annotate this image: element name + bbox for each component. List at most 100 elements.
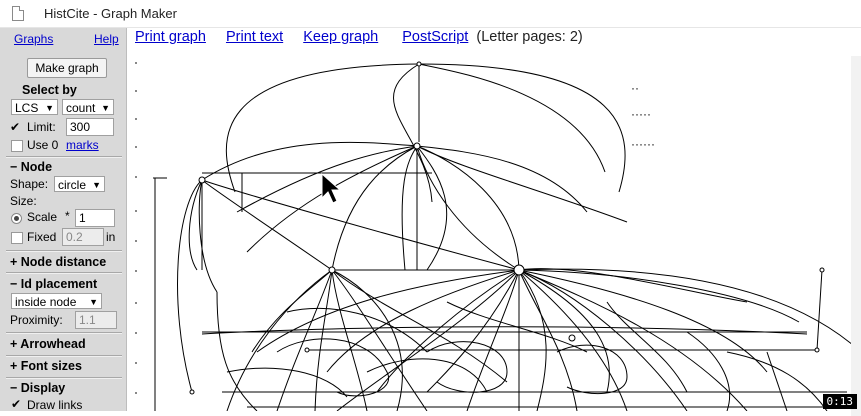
graph-edge <box>331 145 418 271</box>
graph-edge <box>393 63 433 203</box>
graph-edge <box>518 269 688 411</box>
axis-tick <box>135 90 137 92</box>
dots-label-2: ····· <box>631 107 651 121</box>
postscript-link[interactable]: PostScript <box>402 29 469 45</box>
graphs-link[interactable]: Graphs <box>14 32 54 46</box>
sidebar: Graphs Help Make graph Select by LCS▼ co… <box>0 28 127 412</box>
print-graph-link[interactable]: Print graph <box>135 29 206 45</box>
shape-select[interactable]: circle▼ <box>54 176 105 192</box>
help-link[interactable]: Help <box>94 32 119 46</box>
graph-edge <box>177 179 203 393</box>
scale-input[interactable]: 1 <box>75 209 115 227</box>
graph-edge <box>556 344 628 395</box>
font-sizes-heading[interactable]: + Font sizes <box>10 359 82 373</box>
axis-tick <box>135 118 137 120</box>
shape-label: Shape: <box>10 177 49 191</box>
id-placement-heading[interactable]: − Id placement <box>10 277 98 291</box>
axis-tick <box>135 210 137 212</box>
graph-node[interactable] <box>413 142 421 150</box>
graph-node[interactable] <box>416 61 422 67</box>
graph-edge <box>418 63 626 193</box>
graph-edge <box>726 351 828 411</box>
graph-edge <box>416 145 588 213</box>
display-heading[interactable]: − Display <box>10 381 66 395</box>
axis-tick <box>135 362 137 364</box>
graph-edge <box>236 145 418 213</box>
graph-edge <box>225 63 420 193</box>
graph-node[interactable] <box>814 347 820 353</box>
graph-node[interactable] <box>328 266 336 274</box>
graph-edge <box>331 269 428 411</box>
divider <box>6 377 122 379</box>
dots-label-1: ·· <box>631 81 639 95</box>
graph-edge <box>198 179 218 293</box>
graph-edge <box>331 269 508 383</box>
id-placement-select[interactable]: inside node▼ <box>11 293 102 309</box>
graph-edge <box>518 269 547 411</box>
mode-select[interactable]: count▼ <box>62 99 114 115</box>
graph-edge <box>201 179 333 271</box>
divider <box>6 156 122 158</box>
axis-tick <box>135 176 137 178</box>
node-distance-heading[interactable]: + Node distance <box>10 255 107 269</box>
scrollbar[interactable] <box>851 56 861 416</box>
size-label: Size: <box>10 194 37 208</box>
graph-edge <box>256 269 520 353</box>
arrowhead-heading[interactable]: + Arrowhead <box>10 337 86 351</box>
chevron-down-icon: ▼ <box>92 180 101 190</box>
divider <box>6 250 122 252</box>
divider <box>6 332 122 334</box>
fixed-unit: in <box>106 230 116 244</box>
graph-edge <box>416 145 520 271</box>
use-marks-checkbox[interactable] <box>11 140 23 152</box>
graph-node[interactable] <box>513 264 525 276</box>
title-bar: HistCite - Graph Maker <box>0 0 861 28</box>
graph-edge <box>518 269 578 411</box>
graph-edge <box>226 367 348 398</box>
fixed-radio[interactable] <box>11 232 23 244</box>
graph-edge <box>418 63 606 173</box>
graph-edge <box>251 269 333 353</box>
axis-tick <box>135 332 137 334</box>
scale-radio[interactable] <box>11 213 22 224</box>
graph-edge <box>331 269 368 411</box>
graph-edge <box>518 269 610 393</box>
graph-node[interactable] <box>304 347 310 353</box>
limit-checkbox[interactable]: ✔ <box>10 120 21 134</box>
graph-node[interactable] <box>819 267 825 273</box>
graph-edge <box>286 307 428 353</box>
criterion-select[interactable]: LCS▼ <box>11 99 58 115</box>
proximity-input[interactable]: 1.1 <box>75 311 117 329</box>
pages-info: (Letter pages: 2) <box>476 29 583 45</box>
timer-badge: 0:13 <box>822 394 857 409</box>
draw-links-checkbox[interactable]: ✔ <box>11 397 22 411</box>
divider <box>6 355 122 357</box>
graph-node[interactable] <box>189 389 195 395</box>
chevron-down-icon: ▼ <box>45 103 54 113</box>
fixed-input[interactable]: 0.2 <box>62 228 104 246</box>
window-title: HistCite - Graph Maker <box>44 6 177 21</box>
graph-edge <box>426 341 508 393</box>
scale-label: Scale <box>27 210 58 224</box>
graph-node[interactable] <box>198 176 206 184</box>
axis-tick <box>135 302 137 304</box>
graph-edge <box>446 301 588 353</box>
graph-edge <box>816 269 823 351</box>
graph-edge <box>416 145 628 223</box>
fixed-label: Fixed <box>27 230 57 244</box>
graph-edge <box>366 358 488 393</box>
marks-link[interactable]: marks <box>66 138 99 152</box>
graph-edge <box>201 326 808 335</box>
limit-input[interactable]: 300 <box>66 118 114 136</box>
graph-edge <box>416 145 520 271</box>
graph-edge <box>426 269 520 393</box>
make-graph-button[interactable]: Make graph <box>27 58 107 78</box>
keep-graph-link[interactable]: Keep graph <box>303 29 379 45</box>
graph-edge <box>518 268 748 303</box>
graph-node[interactable] <box>568 334 576 342</box>
axis-tick <box>135 270 137 272</box>
draw-links-label: Draw links <box>27 398 83 412</box>
chevron-down-icon: ▼ <box>101 103 110 113</box>
node-heading[interactable]: − Node <box>10 160 53 174</box>
print-text-link[interactable]: Print text <box>225 29 284 45</box>
